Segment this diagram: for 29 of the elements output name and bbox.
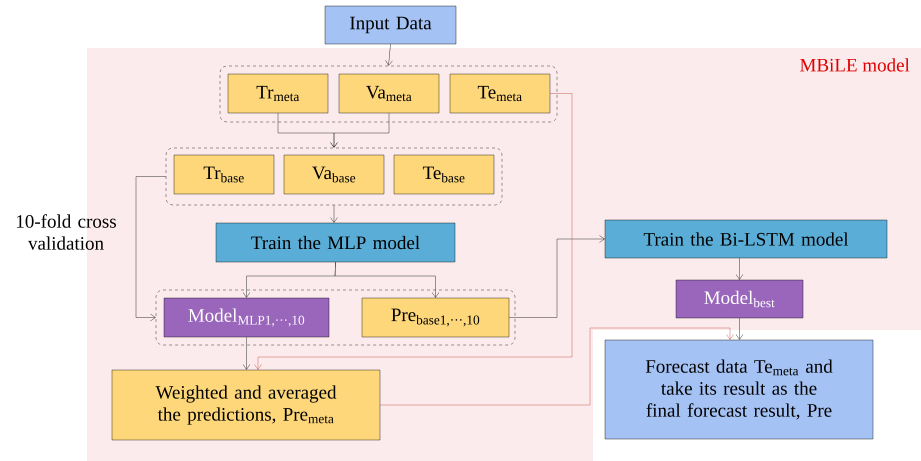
process-box: Train the MLP model xyxy=(216,222,456,262)
data-box: Te$_{base}$ xyxy=(394,154,494,194)
arrow xyxy=(136,176,166,322)
data-box: Te$_{meta}$ xyxy=(450,74,550,114)
edge-label: 10-fold cross validation xyxy=(17,214,116,250)
arrow xyxy=(254,93,572,370)
input-box: Input Data xyxy=(324,6,456,44)
arrow xyxy=(334,262,440,298)
dashed-group-box xyxy=(156,290,516,346)
data-box: Tr$_{meta}$ xyxy=(228,74,328,114)
data-box: Va$_{base}$ xyxy=(284,154,384,194)
arrow xyxy=(330,205,338,223)
process-box: Train the Bi-LSTM model xyxy=(604,220,888,258)
arrow xyxy=(242,337,250,370)
arrow xyxy=(330,113,390,148)
arrow xyxy=(509,235,605,318)
arrow xyxy=(385,44,393,66)
dashed-group-box xyxy=(166,148,502,206)
arrow xyxy=(380,328,734,406)
data-box: Va$_{meta}$ xyxy=(338,74,440,114)
arrow xyxy=(736,318,744,340)
output-box: Forecast data Te$_{meta}$ and take its result as the final forecast result, Pre xyxy=(604,340,874,440)
data-box: Pre$_{base1,···,10}$ xyxy=(362,298,510,338)
model-box: Model$_{MLP1,···,10}$ xyxy=(164,298,330,338)
data-box: Tr$_{base}$ xyxy=(174,154,274,194)
arrow xyxy=(736,258,744,280)
model-box: Model$_{best}$ xyxy=(676,280,804,318)
process-box: Weighted and averaged the predictions, Pre$_{meta}$ xyxy=(112,370,380,440)
dashed-group-box xyxy=(220,66,558,122)
